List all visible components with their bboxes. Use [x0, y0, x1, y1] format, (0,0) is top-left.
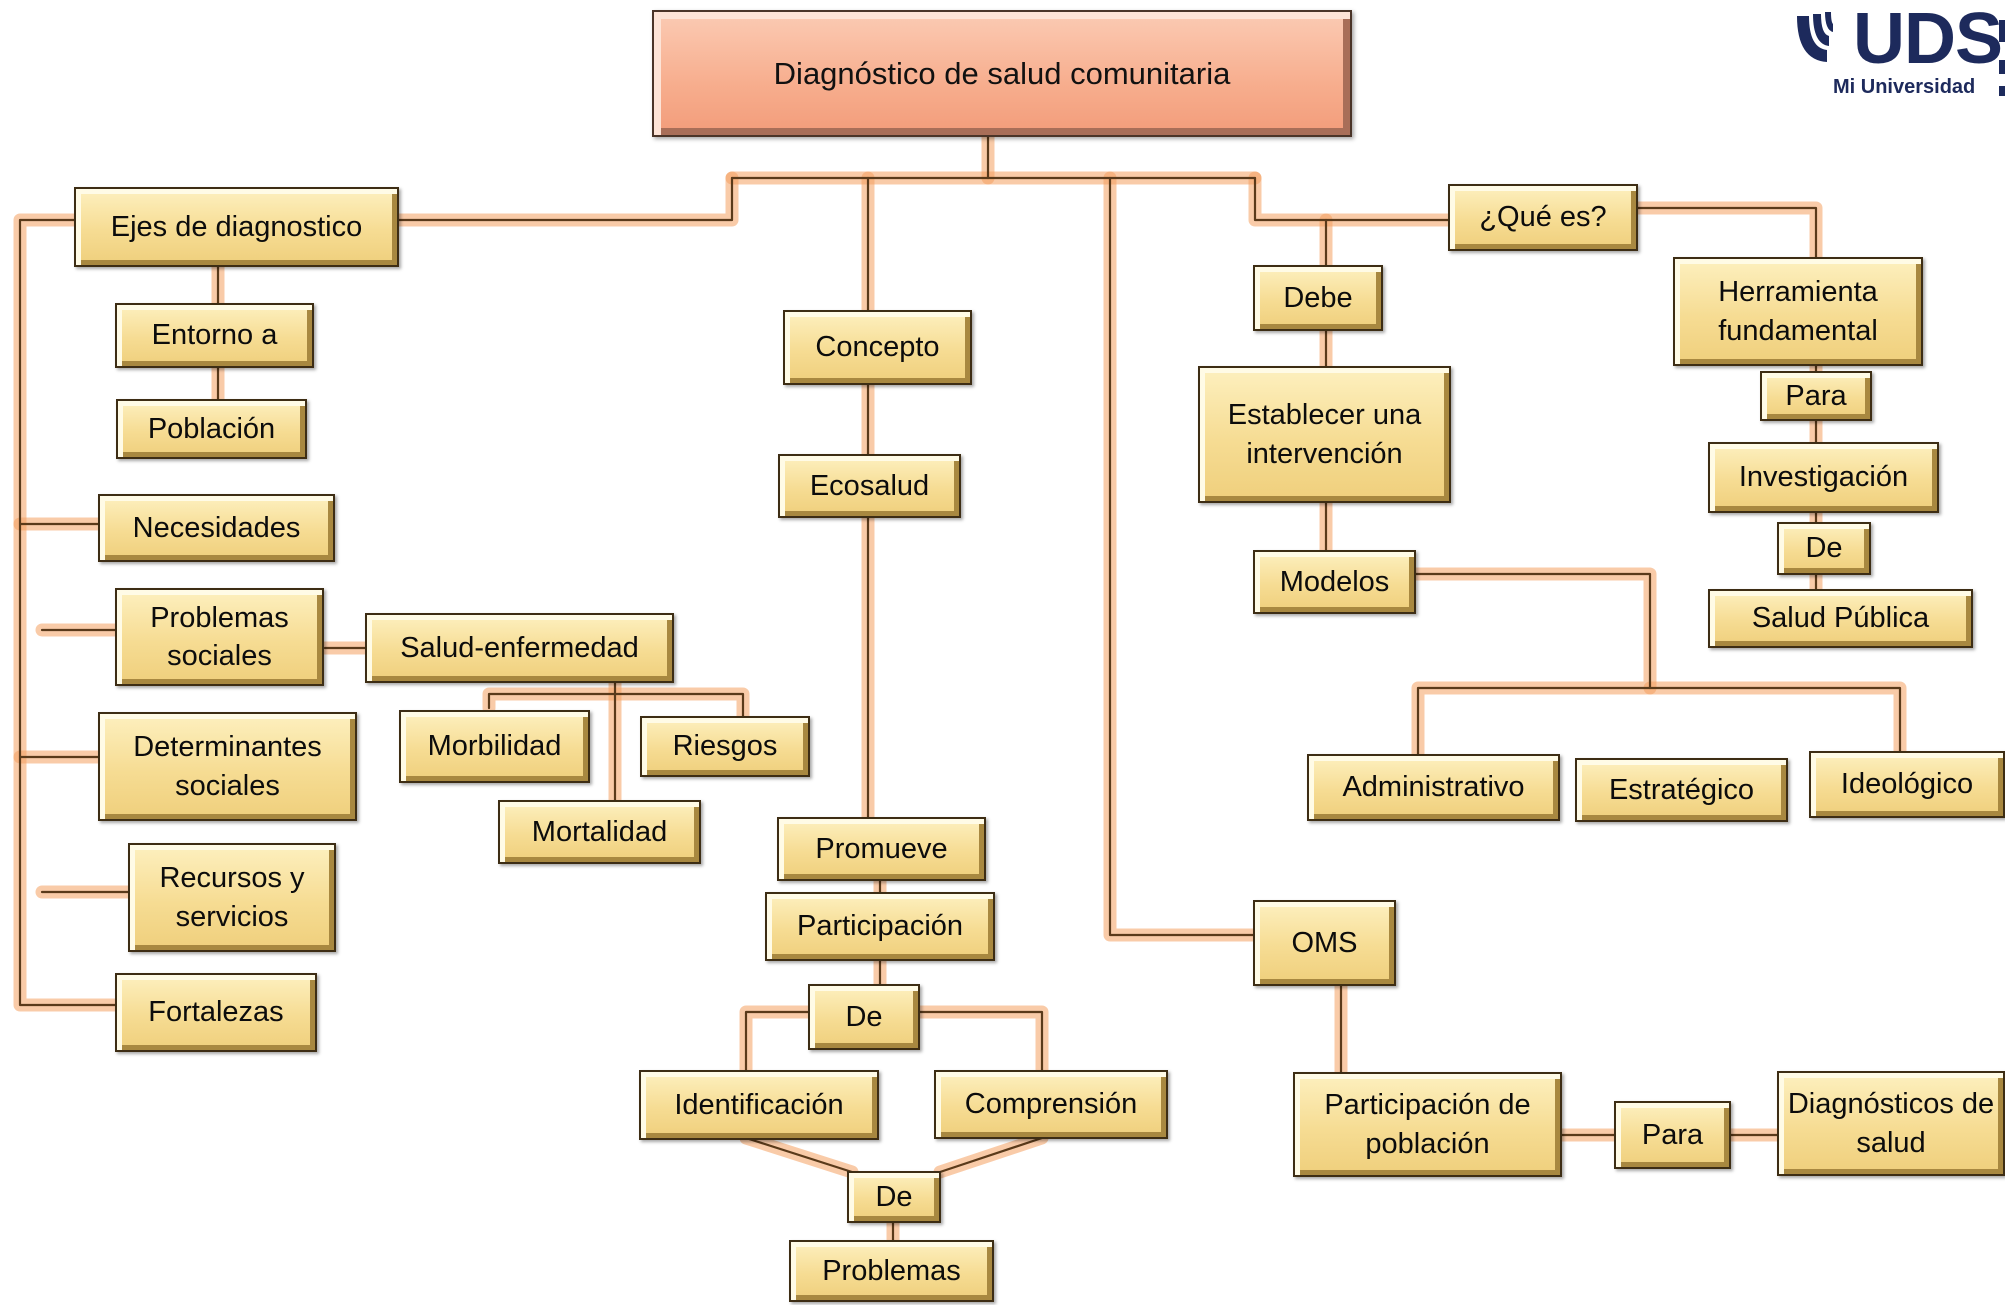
node-poblacion: Población [116, 399, 307, 459]
node-identificacion: Identificación [639, 1070, 879, 1140]
connector-line-29 [1648, 686, 1902, 754]
node-determinantes-sociales: Determinantes sociales [98, 712, 357, 821]
connector-line-30 [1636, 206, 1818, 260]
node-fortalezas: Fortalezas [115, 973, 317, 1052]
connector-line-21 [916, 1010, 1044, 1073]
node-necesidades: Necesidades [98, 494, 335, 562]
node-ideologico: Ideológico [1809, 751, 2005, 818]
connector-line-5 [1253, 176, 1452, 222]
node-de-1: De [808, 984, 920, 1050]
uds-logo-icon [1797, 12, 1833, 62]
connector-glow-22 [739, 1131, 859, 1179]
connector-line-28 [1410, 572, 1652, 757]
node-problemas-sociales: Problemas sociales [115, 588, 324, 686]
uds-logo-tagline: Mi Universidad [1833, 76, 1976, 98]
node-oms: OMS [1253, 900, 1396, 986]
connector-line-8 [18, 218, 118, 1007]
node-para-2: Para [1614, 1101, 1731, 1169]
connector-line-23 [938, 1136, 1044, 1174]
connector-glow-28 [1405, 567, 1657, 762]
node-de-2: De [847, 1171, 941, 1223]
node-mortalidad: Mortalidad [498, 800, 701, 864]
page-title-text: Diagnóstico de salud comunitaria [773, 55, 1231, 91]
node-ecosalud: Ecosalud [778, 454, 961, 518]
node-diagnosticos-de-salud: Diagnósticos de salud [1777, 1071, 2005, 1176]
connector-glow-30 [1631, 201, 1823, 265]
node-investigacion: Investigación [1708, 442, 1939, 513]
node-ejes-de-diagnostico: Ejes de diagnostico [74, 187, 399, 267]
node-administrativo: Administrativo [1307, 754, 1560, 821]
node-riesgos: Riesgos [640, 716, 810, 777]
connector-glow-20 [739, 1005, 817, 1078]
node-problemas: Problemas [789, 1240, 994, 1302]
connector-glow-21 [911, 1005, 1049, 1078]
connector-line-4 [1108, 176, 1256, 937]
node-promueve: Promueve [777, 817, 986, 881]
node-de-3: De [1777, 522, 1871, 575]
node-herramienta-fundamental: Herramienta fundamental [1673, 257, 1923, 366]
connector-line-20 [744, 1010, 812, 1073]
node-debe: Debe [1253, 265, 1383, 331]
node-estrategico: Estratégico [1575, 758, 1788, 822]
node-establecer-intervencion: Establecer una intervención [1198, 366, 1451, 503]
logo-edge-mark [1999, 20, 2005, 96]
node-participacion: Participación [765, 892, 995, 961]
node-salud-enfermedad: Salud-enfermedad [365, 613, 674, 683]
node-morbilidad: Morbilidad [399, 710, 590, 783]
connector-glow-5 [1248, 171, 1457, 227]
node-concepto: Concepto [783, 310, 972, 385]
connector-glow-29 [1643, 681, 1907, 759]
connector-glow-2 [391, 171, 739, 227]
node-modelos: Modelos [1253, 550, 1416, 614]
node-participacion-de-poblacion: Participación de población [1293, 1072, 1562, 1177]
connector-line-2 [396, 176, 734, 222]
node-que-es: ¿Qué es? [1448, 184, 1638, 251]
connector-line-22 [744, 1136, 854, 1174]
uds-logo-wordmark: UDS [1853, 0, 2003, 79]
node-para-1: Para [1760, 371, 1872, 421]
connector-glow-4 [1103, 171, 1261, 942]
node-salud-publica: Salud Pública [1708, 589, 1973, 648]
uds-logo: UDS Mi Universidad [1785, 0, 2005, 104]
node-recursos-y-servicios: Recursos y servicios [128, 843, 336, 952]
node-comprension: Comprensión [934, 1070, 1168, 1139]
connector-glow-23 [933, 1131, 1049, 1179]
connector-glow-8 [13, 213, 123, 1012]
node-entorno: Entorno a [115, 303, 314, 368]
page-title: Diagnóstico de salud comunitaria [652, 10, 1352, 137]
